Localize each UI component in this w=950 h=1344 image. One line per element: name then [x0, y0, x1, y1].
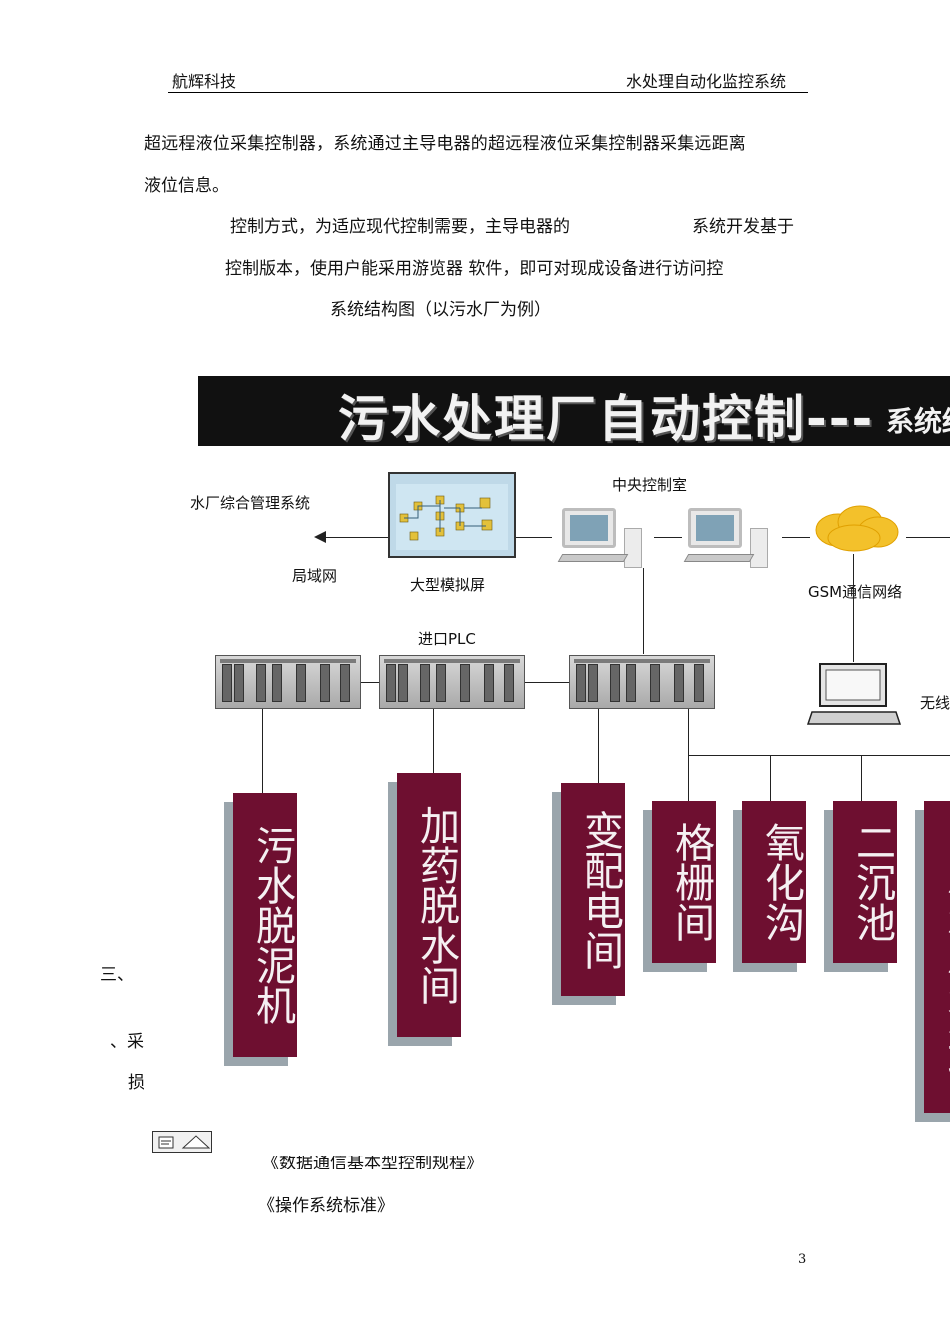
link-line	[433, 709, 434, 775]
control-room-label: 中央控制室	[612, 476, 688, 494]
mgmt-system-label: 水厂综合管理系统	[190, 494, 311, 512]
laptop-icon	[806, 663, 902, 725]
link-line	[853, 554, 854, 662]
pillar-sludge-dewatering: 污水脱泥机	[233, 793, 297, 1057]
header-rule	[168, 92, 808, 93]
cloud-icon	[815, 505, 899, 552]
link-line	[262, 709, 263, 795]
plc-unit	[569, 655, 715, 709]
plc-label: 进口PLC	[418, 630, 476, 648]
embedded-object-icon	[152, 1131, 212, 1153]
pillar-oxidation-ditch: 氧化沟	[742, 801, 806, 963]
banner-title: 污水处理厂自动控制---	[338, 390, 875, 446]
section-number: 三、	[100, 965, 134, 985]
paragraph-line: 超远程液位采集控制器，系统通过主导电器的超远程液位采集控制器采集远距离	[144, 134, 746, 154]
text-fragment: 损	[128, 1073, 144, 1093]
text-fragment: 、采	[110, 1032, 144, 1052]
link-line	[861, 755, 862, 803]
paragraph-line: 控制版本，使用户能采用游览器 软件，即可对现成设备进行访问控	[225, 259, 724, 279]
arrow-left-icon	[314, 531, 326, 543]
paragraph-line: 液位信息。	[144, 176, 229, 196]
header-right: 水处理自动化监控系统	[626, 72, 787, 91]
plc-unit	[379, 655, 525, 709]
link-line	[782, 537, 810, 538]
link-line	[598, 709, 599, 785]
gsm-label: GSM通信网络	[808, 583, 903, 601]
simulation-screen-image	[388, 472, 516, 558]
figure-caption: 系统结构图（以污水厂为例）	[330, 300, 551, 320]
link-line	[906, 537, 950, 538]
diagram-banner: 污水处理厂自动控制--- 系统结	[198, 376, 950, 446]
link-line	[688, 709, 689, 803]
lan-link	[322, 537, 388, 538]
computer-icon	[556, 508, 656, 568]
header-left: 航辉科技	[172, 72, 237, 91]
pillar-secondary-clarifier: 二沉池	[833, 801, 897, 963]
simulation-screen-label: 大型模拟屏	[410, 576, 486, 594]
page-number: 3	[798, 1252, 807, 1267]
computer-icon	[683, 508, 784, 568]
link-line	[654, 537, 682, 538]
link-line	[525, 682, 569, 683]
pillar-return-sludge-pump: 回流污泥泵站	[924, 801, 950, 1113]
link-line	[688, 755, 950, 756]
paragraph-line: 控制方式，为适应现代控制需要，主导电器的	[230, 217, 570, 237]
pillar-grille-room: 格栅间	[652, 801, 716, 963]
wireless-label: 无线	[920, 694, 950, 712]
link-line	[643, 568, 644, 654]
banner-subtitle: 系统结	[886, 405, 950, 438]
pillar-dosing-room: 加药脱水间	[397, 773, 461, 1037]
paragraph-line: 系统开发基于	[692, 217, 794, 237]
link-line	[361, 682, 379, 683]
standard-reference: 《操作系统标准》	[258, 1196, 394, 1216]
clipped-text-line: 《数据通信基本型控制规程》	[262, 1156, 483, 1169]
pillar-substation: 变配电间	[561, 783, 625, 996]
link-line	[516, 537, 552, 538]
link-line	[770, 755, 771, 803]
plc-unit	[215, 655, 361, 709]
lan-label: 局域网	[292, 567, 338, 585]
